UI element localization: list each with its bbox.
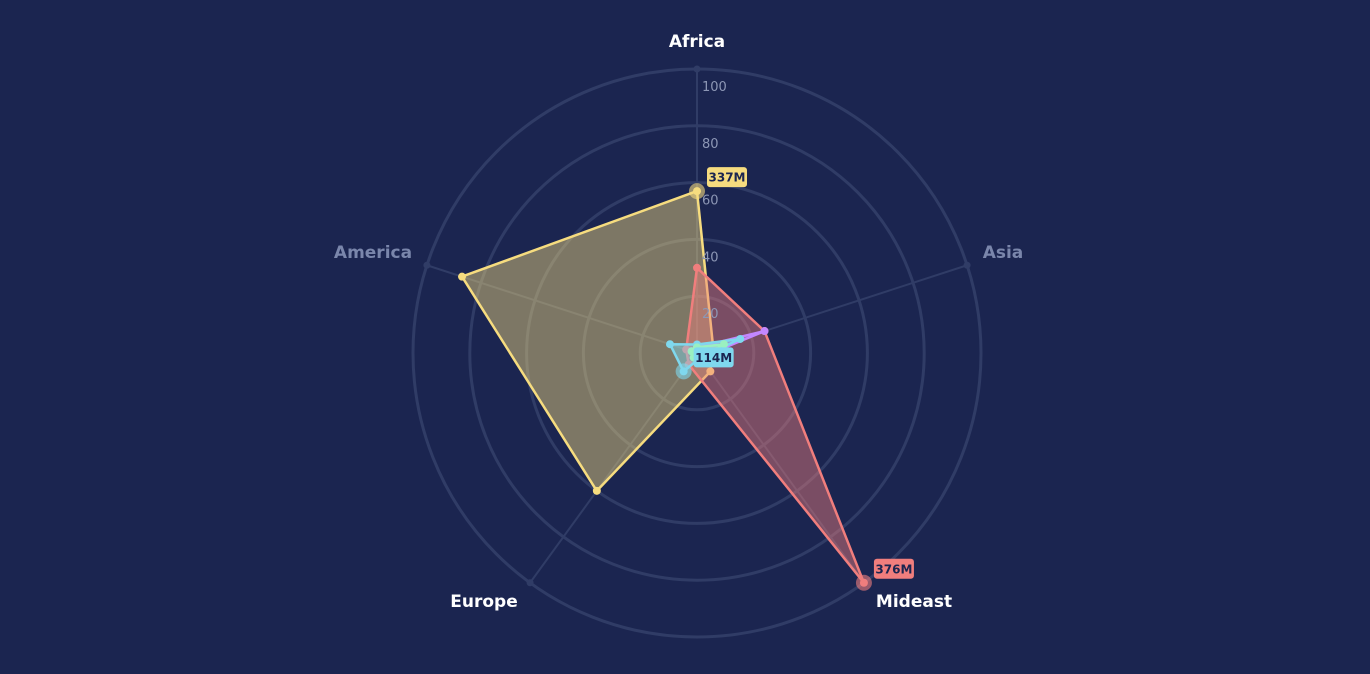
radial-tick-labels: 20 40 60 80 100 xyxy=(702,80,727,322)
series-point xyxy=(736,334,745,343)
highlight-point xyxy=(675,363,692,380)
radar-grid xyxy=(411,65,983,639)
series-point xyxy=(693,263,701,272)
series-area xyxy=(684,266,866,585)
value-badge-label: 114M xyxy=(695,351,732,365)
grid-spoke xyxy=(696,352,865,584)
axis-label-mideast: Mideast xyxy=(876,592,952,612)
axis-label-asia: Asia xyxy=(983,243,1024,263)
tick-label: 40 xyxy=(702,250,719,265)
tick-label: 80 xyxy=(702,137,719,152)
series-point xyxy=(592,486,601,495)
spoke-end-dot xyxy=(963,261,971,269)
axis-label-africa: Africa xyxy=(669,32,725,52)
highlight-point xyxy=(689,183,705,200)
value-badge xyxy=(707,167,747,188)
series-point xyxy=(665,340,674,349)
tick-label: 20 xyxy=(702,307,719,322)
value-badge-label: 376M xyxy=(875,562,912,576)
spoke-end-dot xyxy=(526,579,534,587)
value-annotations: 337M 376M 114M xyxy=(675,167,914,591)
series-point xyxy=(760,327,769,336)
series-point xyxy=(458,272,467,281)
series-point xyxy=(687,347,696,356)
series-area xyxy=(460,189,715,493)
highlight-point xyxy=(855,574,872,591)
grid-spoke xyxy=(426,264,698,354)
tick-label: 100 xyxy=(702,80,727,95)
value-badge-label: 337M xyxy=(709,171,746,185)
spoke-end-dot xyxy=(693,65,701,73)
axis-label-europe: Europe xyxy=(450,592,517,612)
series-point xyxy=(720,340,729,349)
grid-spoke xyxy=(529,352,698,584)
value-badge xyxy=(693,347,734,368)
axis-label-america: America xyxy=(334,243,412,263)
value-badge xyxy=(873,558,914,579)
spoke-end-dot xyxy=(423,261,431,269)
series-point xyxy=(706,367,715,376)
tick-label: 60 xyxy=(702,194,719,209)
